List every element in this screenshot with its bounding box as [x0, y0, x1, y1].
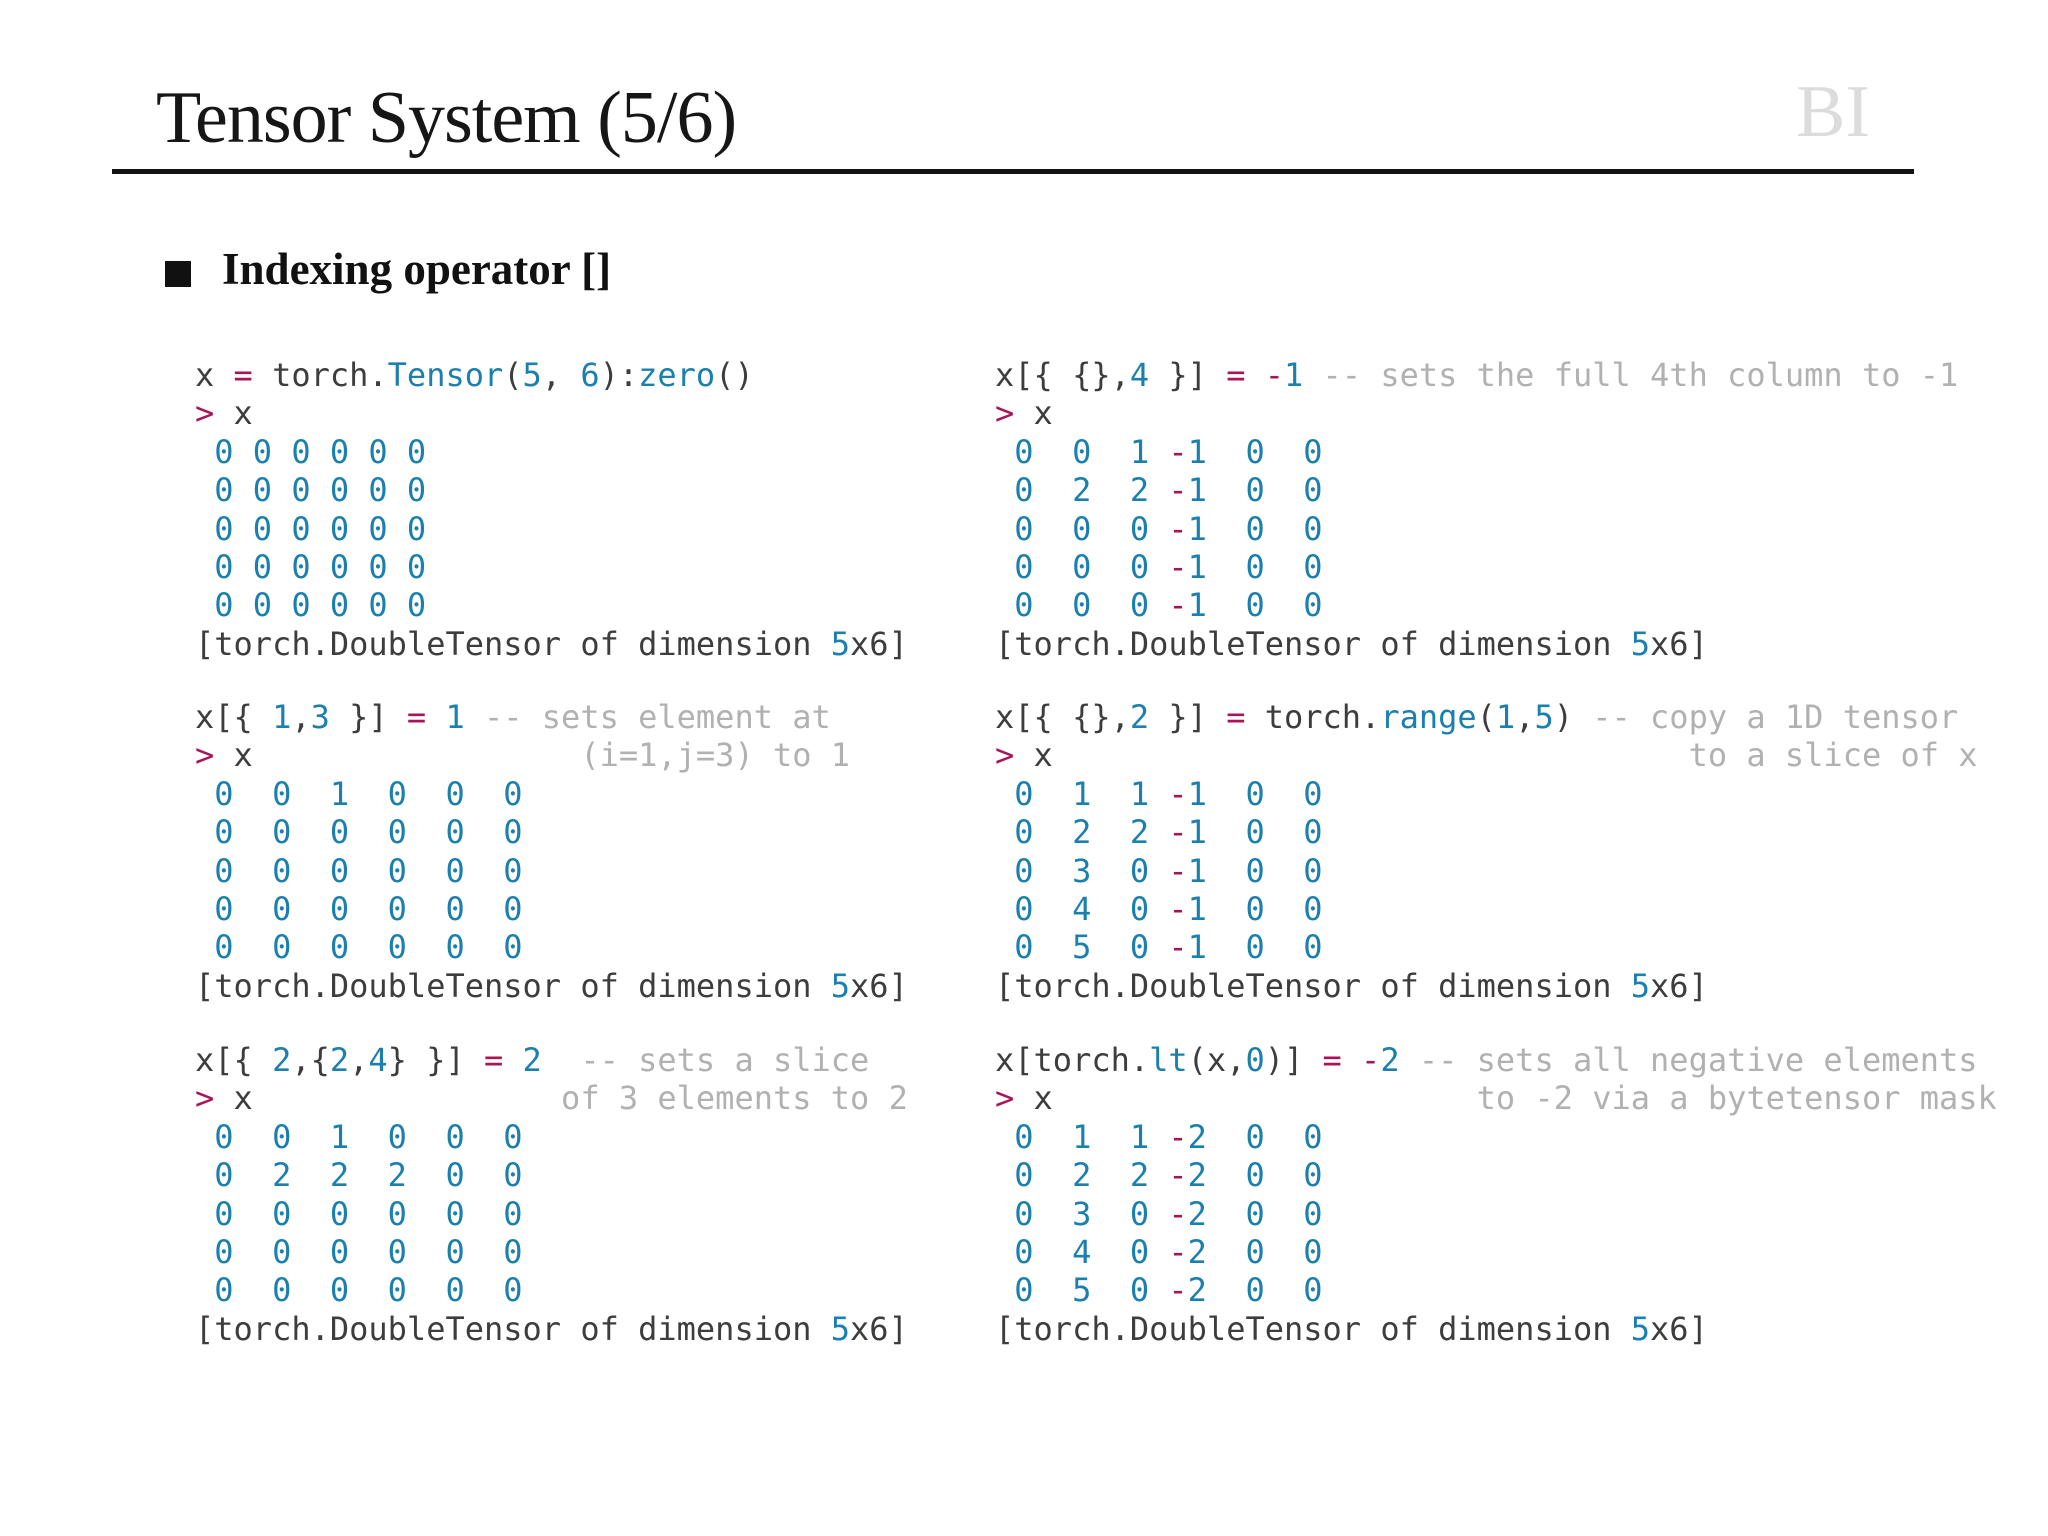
matrix-row: 0 4 0 -2 0 0	[1014, 1232, 1323, 1271]
code-line-prompt: > x	[195, 394, 253, 433]
code-line-prompt: > x of 3 elements to 2	[195, 1079, 908, 1118]
matrix-row: 0 0 0 0 0 0	[214, 432, 427, 471]
code-block-left-top: x = torch.Tensor(5, 6):zero()> x 0 0 0 0…	[195, 356, 908, 663]
matrix-row: 0 0 0 0 0 0	[214, 889, 523, 928]
code-line-command: x = torch.Tensor(5, 6):zero()	[195, 356, 754, 394]
code-block-right-middle: x[{ {},2 }] = torch.range(1,5) -- copy a…	[995, 698, 1978, 1005]
matrix-row: 0 0 1 -1 0 0	[1014, 432, 1323, 471]
code-line-command: x[torch.lt(x,0)] = -2 -- sets all negati…	[995, 1041, 1978, 1079]
page-title: Tensor System (5/6)	[156, 77, 737, 159]
matrix-row: 0 0 0 0 0 0	[214, 586, 427, 625]
code-line-command: x[{ 1,3 }] = 1 -- sets element at	[195, 698, 831, 736]
matrix-row: 0 0 0 -1 0 0	[1014, 509, 1323, 548]
code-block-left-bottom: x[{ 2,{2,4} }] = 2 -- sets a slice> x of…	[195, 1041, 908, 1348]
code-line-prompt: > x to a slice of x	[995, 736, 1978, 775]
code-block-right-top: x[{ {},4 }] = -1 -- sets the full 4th co…	[995, 356, 1958, 663]
matrix-row: 0 1 1 -2 0 0	[1014, 1117, 1323, 1156]
matrix-row: 0 0 0 0 0 0	[214, 547, 427, 586]
code-line-command: x[{ {},4 }] = -1 -- sets the full 4th co…	[995, 356, 1959, 394]
code-line-footer: [torch.DoubleTensor of dimension 5x6]	[995, 1309, 1708, 1348]
matrix-row: 0 4 0 -1 0 0	[1014, 889, 1323, 928]
code-block-right-bottom: x[torch.lt(x,0)] = -2 -- sets all negati…	[995, 1041, 1997, 1348]
matrix-row: 0 0 0 0 0 0	[214, 1194, 523, 1233]
code-line-command: x[{ {},2 }] = torch.range(1,5) -- copy a…	[995, 698, 1959, 736]
code-line-footer: [torch.DoubleTensor of dimension 5x6]	[195, 624, 908, 663]
bullet-square-icon	[165, 261, 191, 287]
title-divider	[112, 169, 1914, 174]
code-line-footer: [torch.DoubleTensor of dimension 5x6]	[995, 966, 1708, 1005]
matrix-row: 0 0 0 0 0 0	[214, 1232, 523, 1271]
matrix-row: 0 0 1 0 0 0	[214, 1117, 523, 1156]
code-line-footer: [torch.DoubleTensor of dimension 5x6]	[195, 1309, 908, 1348]
matrix-row: 0 0 1 0 0 0	[214, 774, 523, 813]
code-line-footer: [torch.DoubleTensor of dimension 5x6]	[995, 624, 1708, 663]
matrix-row: 0 0 0 -1 0 0	[1014, 586, 1323, 625]
matrix-row: 0 0 0 0 0 0	[214, 928, 523, 967]
code-line-prompt: > x	[995, 394, 1053, 433]
matrix-row: 0 5 0 -1 0 0	[1014, 928, 1323, 967]
matrix-row: 0 1 1 -1 0 0	[1014, 774, 1323, 813]
matrix-row: 0 2 2 -1 0 0	[1014, 471, 1323, 510]
code-block-left-middle: x[{ 1,3 }] = 1 -- sets element at> x (i=…	[195, 698, 908, 1005]
matrix-row: 0 2 2 -1 0 0	[1014, 813, 1323, 852]
code-line-prompt: > x (i=1,j=3) to 1	[195, 736, 851, 775]
matrix-row: 0 2 2 2 0 0	[214, 1156, 523, 1195]
code-line-footer: [torch.DoubleTensor of dimension 5x6]	[195, 966, 908, 1005]
matrix-row: 0 0 0 0 0 0	[214, 1271, 523, 1310]
matrix-row: 0 5 0 -2 0 0	[1014, 1271, 1323, 1310]
bi-logo: BI	[1796, 71, 1870, 153]
matrix-row: 0 2 2 -2 0 0	[1014, 1156, 1323, 1195]
matrix-row: 0 0 0 0 0 0	[214, 471, 427, 510]
matrix-row: 0 0 0 0 0 0	[214, 851, 523, 890]
matrix-row: 0 3 0 -2 0 0	[1014, 1194, 1323, 1233]
matrix-row: 0 0 0 0 0 0	[214, 813, 523, 852]
matrix-row: 0 3 0 -1 0 0	[1014, 851, 1323, 890]
matrix-row: 0 0 0 -1 0 0	[1014, 547, 1323, 586]
code-line-prompt: > x to -2 via a bytetensor mask	[995, 1079, 1997, 1118]
section-heading: Indexing operator []	[222, 244, 612, 294]
matrix-row: 0 0 0 0 0 0	[214, 509, 427, 548]
code-line-command: x[{ 2,{2,4} }] = 2 -- sets a slice	[195, 1041, 870, 1079]
